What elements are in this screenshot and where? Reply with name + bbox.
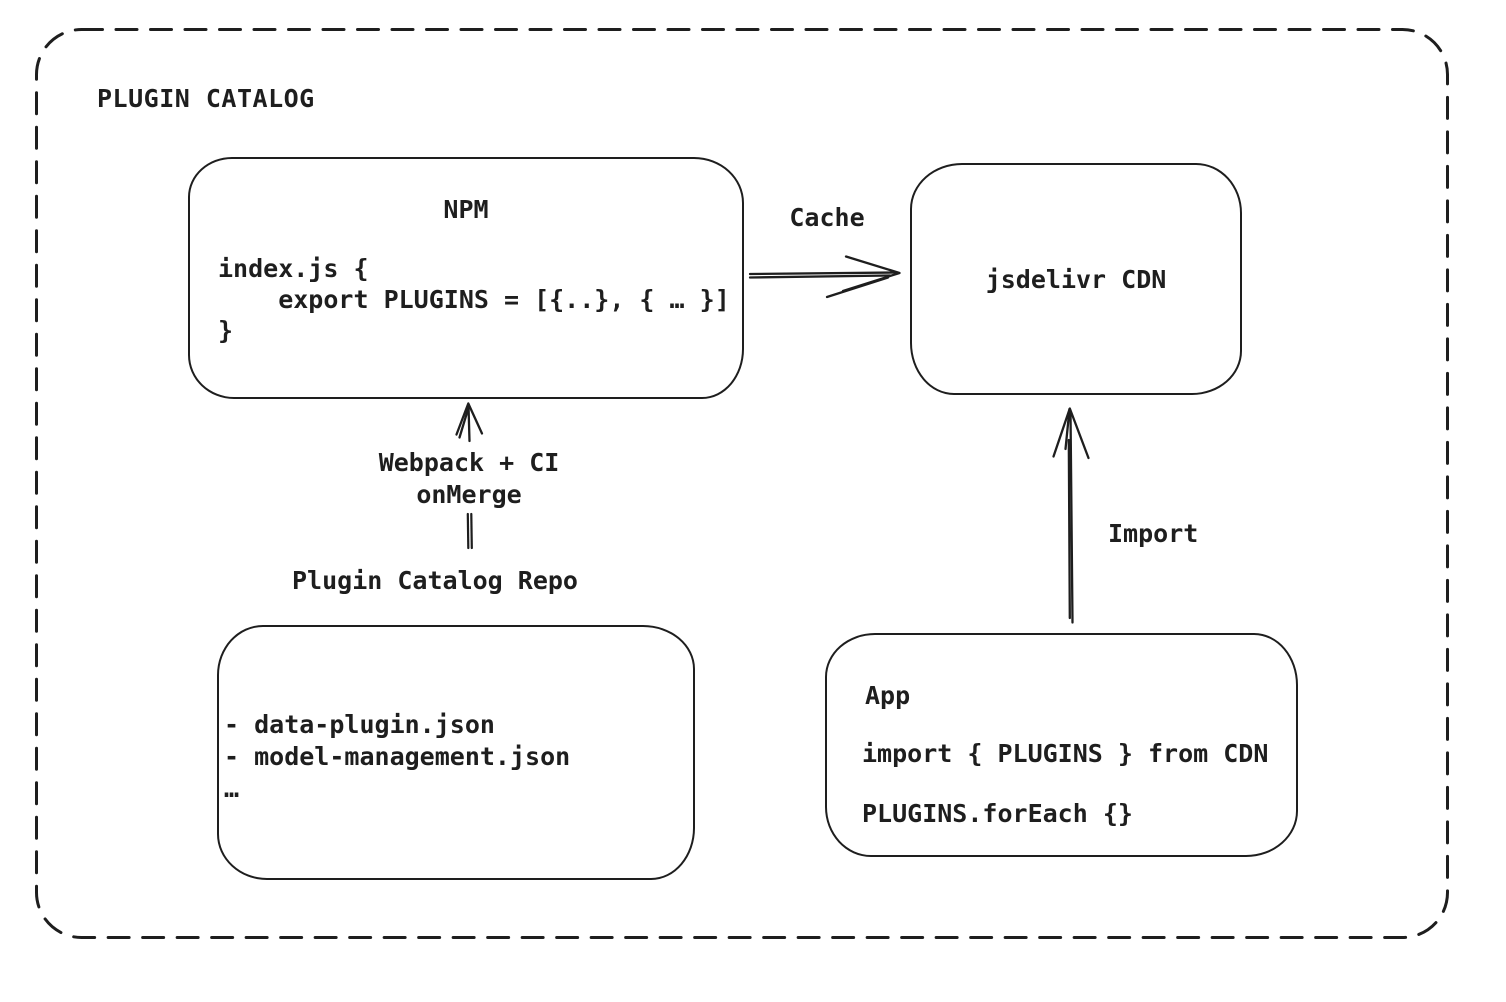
npm-code-block: index.js { export PLUGINS = [{..}, { … }… (218, 253, 730, 346)
repo-file-item: … (224, 774, 240, 803)
cache-arrow (748, 255, 901, 299)
build-edge-label-line1: Webpack + CI (378, 448, 560, 477)
import-edge-label: Import (1108, 519, 1199, 548)
build-connector-line (466, 512, 473, 550)
import-arrow (1052, 407, 1090, 624)
repo-node-caption: Plugin Catalog Repo (292, 566, 578, 595)
npm-code-line: index.js { (218, 254, 369, 283)
diagram-title: PLUGIN CATALOG (97, 84, 315, 113)
cdn-node-label: jsdelivr CDN (985, 264, 1167, 294)
npm-node-title: NPM (443, 195, 489, 224)
npm-code-line: } (218, 316, 234, 345)
plugin-catalog-frame-border (35, 28, 1449, 939)
app-code-line: PLUGINS.forEach {} (862, 799, 1133, 828)
build-edge-label: Webpack + CI onMerge (368, 447, 570, 511)
npm-code-line: export PLUGINS = [{..}, { … }] (218, 285, 730, 314)
build-edge-label-line2: onMerge (416, 480, 522, 509)
node-app: App import { PLUGINS } from CDN PLUGINS.… (825, 633, 1298, 857)
build-arrow (455, 402, 484, 443)
node-jsdelivr-cdn: jsdelivr CDN (910, 163, 1242, 395)
repo-file-item: - model-management.json (224, 742, 571, 771)
node-npm: NPM index.js { export PLUGINS = [{..}, {… (188, 157, 744, 399)
repo-file-list: - data-plugin.json - model-management.js… (224, 709, 570, 805)
app-code-line: import { PLUGINS } from CDN (862, 739, 1269, 768)
cache-edge-label: Cache (789, 203, 865, 232)
app-node-title: App (865, 681, 911, 710)
node-plugin-catalog-repo: - data-plugin.json - model-management.js… (217, 625, 695, 880)
repo-file-item: - data-plugin.json (224, 710, 495, 739)
